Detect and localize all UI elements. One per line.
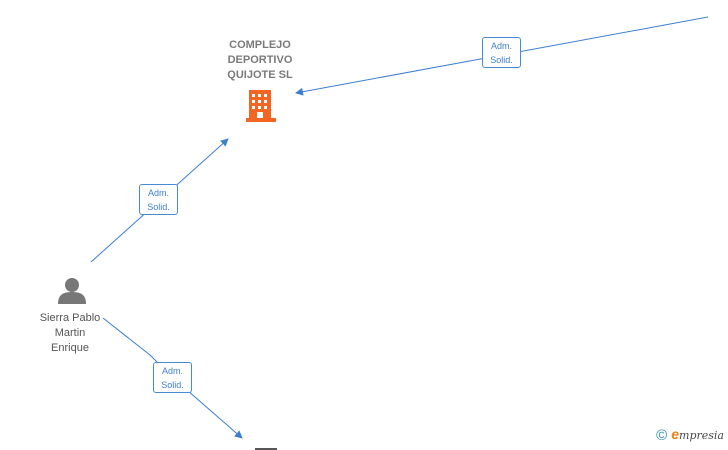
empresia-watermark: ©empresia <box>656 426 724 444</box>
person-icon[interactable] <box>58 278 86 304</box>
edge-label-person-to-company: Adm. Solid. <box>139 184 178 215</box>
brand-name: mpresia <box>679 429 724 442</box>
company-name-line: QUIJOTE SL <box>227 69 293 81</box>
person-name-line: Sierra Pablo <box>39 312 101 324</box>
edge-label-line: Adm. <box>161 366 183 376</box>
building-icon[interactable] <box>246 90 276 122</box>
edge-label-line: Solid. <box>490 55 513 65</box>
edge-label-line: Adm. <box>490 41 512 51</box>
company-name[interactable]: COMPLEJO DEPORTIVO QUIJOTE SL <box>200 38 320 83</box>
edge-label-person-to-external: Adm. Solid. <box>153 362 192 393</box>
edge-label-external-to-company: Adm. Solid. <box>482 37 521 68</box>
edge-label-line: Solid. <box>161 380 184 390</box>
company-name-line: COMPLEJO <box>229 39 291 51</box>
edge-label-line: Adm. <box>147 188 169 198</box>
person-name-line: Enrique <box>51 342 89 354</box>
person-name-line: Martin <box>54 327 86 339</box>
company-name-line: DEPORTIVO <box>227 54 293 66</box>
edge-label-line: Solid. <box>147 202 170 212</box>
brand-initial: e <box>671 426 680 442</box>
copyright-icon: © <box>656 427 668 444</box>
person-name[interactable]: Sierra Pablo Martin Enrique <box>20 311 120 356</box>
